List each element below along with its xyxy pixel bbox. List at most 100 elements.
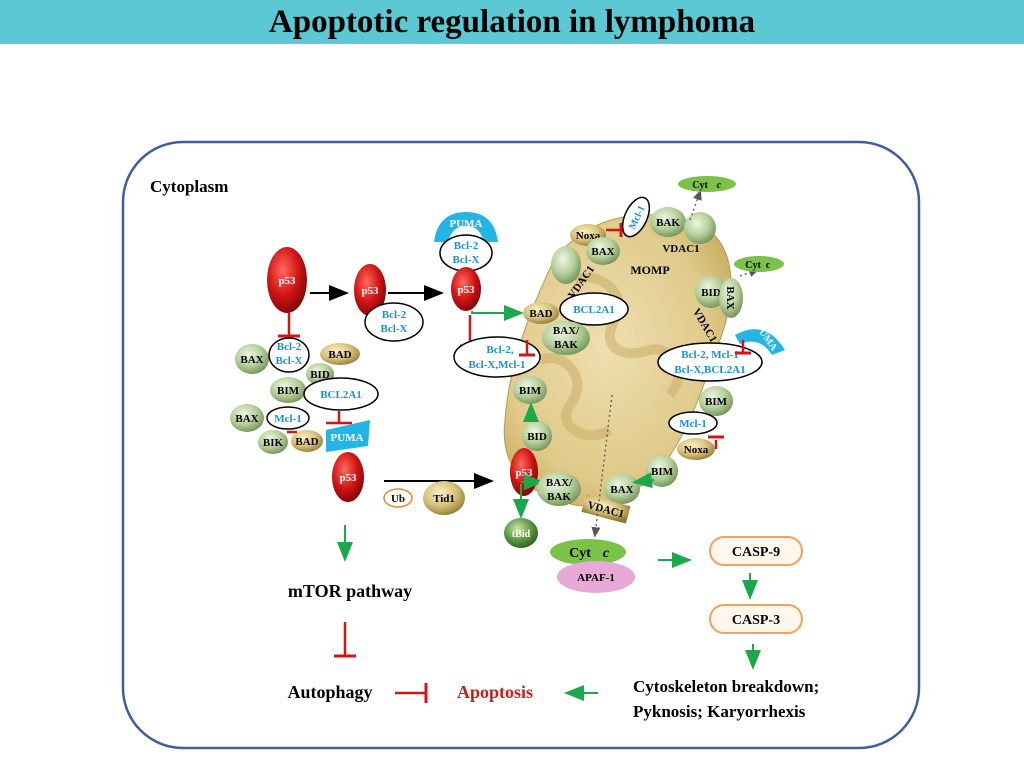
casp9-box xyxy=(709,536,803,566)
p53-protein xyxy=(451,267,481,311)
bad-protein xyxy=(523,302,559,324)
cytc-release-arrow xyxy=(591,394,613,538)
p53-label: p53 xyxy=(361,285,379,297)
bad-protein xyxy=(320,343,360,365)
tbid-protein xyxy=(504,518,538,548)
cytc-label: Cyt xyxy=(745,260,761,271)
bim-label: BIM xyxy=(277,385,300,397)
apaf1-protein xyxy=(557,561,635,593)
bclx-label: Bcl-X xyxy=(453,254,480,266)
bcl2-label: Bcl-2 xyxy=(454,240,479,252)
activation-arrow xyxy=(471,305,524,321)
bcl2-label: Bcl-2 xyxy=(382,309,407,321)
p53-protein xyxy=(332,452,364,502)
page-title: Apoptotic regulation in lymphoma xyxy=(268,4,756,40)
bak-protein xyxy=(650,207,686,237)
bax-bak-label: BAX/ xyxy=(546,477,573,489)
puma-protein xyxy=(434,212,498,242)
bid-protein xyxy=(695,276,727,308)
bim-protein xyxy=(699,386,733,416)
bax-label: BAX xyxy=(235,413,258,425)
mcl1-complex xyxy=(266,406,310,430)
mcl1-label: Mcl-1 xyxy=(679,418,706,430)
bax-protein xyxy=(719,278,743,318)
bax-protein xyxy=(235,344,269,374)
bax-protein xyxy=(604,474,640,504)
bax-bak-protein xyxy=(537,472,581,506)
bim-protein xyxy=(646,455,678,487)
bim-protein xyxy=(270,377,306,403)
puma-protein xyxy=(735,329,785,355)
mcl1-complex xyxy=(668,411,718,435)
autophagy-label: Autophagy xyxy=(287,682,372,702)
cytc-molecule xyxy=(550,539,626,565)
bad-label: BAD xyxy=(295,436,318,448)
bid-label: BID xyxy=(701,287,721,299)
bax-label: BAX xyxy=(610,484,633,496)
cytc-c-label: c xyxy=(766,260,771,271)
bid-label: BID xyxy=(310,369,330,381)
bid-label: BID xyxy=(527,431,547,443)
bcl2-label: Bcl-2 xyxy=(277,341,302,353)
casp3-label: CASP-3 xyxy=(732,613,780,628)
bim-label: BIM xyxy=(651,466,674,478)
cytc-molecule xyxy=(678,176,736,192)
outcome-line2: Pyknosis; Karyorrhexis xyxy=(633,702,806,721)
bad-label: BAD xyxy=(328,349,351,361)
bax-label: BAX xyxy=(591,246,614,258)
bcl2a1-label: BCL2A1 xyxy=(320,389,362,401)
outcome-line1: Cytoskeleton breakdown; xyxy=(633,677,819,696)
bik-protein xyxy=(258,430,288,454)
mcl1-complex xyxy=(621,196,651,238)
bax-bak-protein xyxy=(542,321,590,355)
bim-label: BIM xyxy=(705,396,728,408)
puma-label: PUMA xyxy=(331,432,364,444)
bim-label: BIM xyxy=(519,385,542,397)
bax-protein xyxy=(230,404,264,432)
activation-arrow xyxy=(632,472,655,489)
tid1-protein xyxy=(423,481,465,515)
p53-label: p53 xyxy=(278,275,296,287)
cytc-label: Cyt xyxy=(692,180,708,191)
momp-label: MOMP xyxy=(630,263,669,277)
p53-protein xyxy=(267,247,307,313)
membrane-protein xyxy=(684,212,716,244)
cytc-italic-label: c xyxy=(603,546,610,561)
ub-label: Ub xyxy=(391,493,405,505)
bax-label: BAX xyxy=(240,354,263,366)
puma-protein xyxy=(326,420,370,452)
membrane-protein xyxy=(551,246,581,284)
bad-label: BAD xyxy=(529,308,552,320)
bcl2a1-complex xyxy=(303,377,379,411)
bax-label: BAX xyxy=(724,286,736,309)
bcl-group-label: Bcl-2, xyxy=(486,344,513,356)
puma-label: PUMA xyxy=(450,218,483,230)
bcl-group-label: Bcl-X,BCL2A1 xyxy=(674,364,745,376)
bax-bak-label: BAX/ xyxy=(553,325,580,337)
bcl2a1-complex xyxy=(559,292,629,326)
casp9-label: CASP-9 xyxy=(732,545,780,560)
cytc-molecule xyxy=(734,256,784,272)
bad-protein xyxy=(291,430,323,452)
bim-protein xyxy=(513,376,547,404)
bcl-antiapoptotic-complex xyxy=(453,336,541,378)
apaf1-label: APAF-1 xyxy=(577,572,615,584)
bcl2a1-label: BCL2A1 xyxy=(573,304,615,316)
tid1-label: Tid1 xyxy=(433,493,455,505)
bcl-group-label: Bcl-X,Mcl-1 xyxy=(468,359,525,371)
cell-membrane xyxy=(121,140,921,750)
bcl2-bclx-complex xyxy=(364,302,424,342)
bak-label: BAK xyxy=(656,217,680,229)
tbid-label: tBid xyxy=(512,529,531,540)
bax-bak-label: BAK xyxy=(554,339,578,351)
mcl1-label: Mcl-1 xyxy=(274,413,301,425)
bik-label: BIK xyxy=(263,437,284,449)
p53-protein xyxy=(354,264,386,316)
bclx-label: Bcl-X xyxy=(276,355,303,367)
cytc-italic-label: c xyxy=(717,180,722,191)
p53-label: p53 xyxy=(339,472,357,484)
noxa-protein xyxy=(677,438,715,460)
cytc-label: Cyt xyxy=(569,546,591,561)
bclx-label: Bcl-X xyxy=(381,323,408,335)
